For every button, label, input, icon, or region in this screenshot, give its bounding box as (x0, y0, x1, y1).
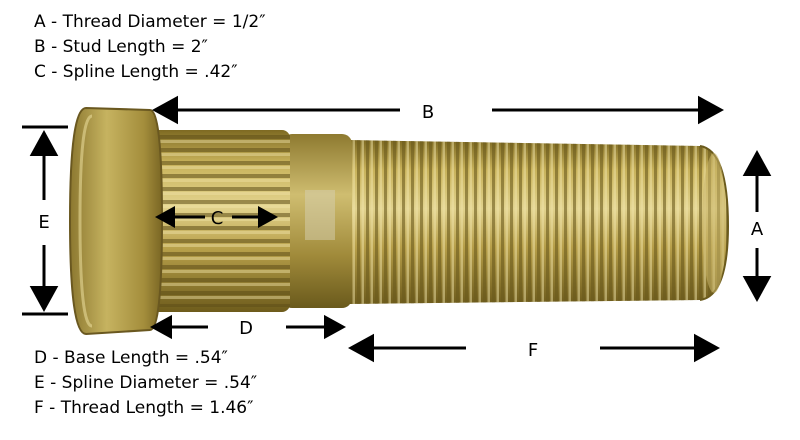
dim-label-a: A (751, 219, 764, 240)
spec-base-length: D - Base Length = .54″ (34, 348, 228, 368)
spec-thread-diameter: A - Thread Diameter = 1/2″ (34, 12, 266, 32)
dim-c-arrow-right-head (258, 206, 278, 228)
dim-e-arrow-up-head (29, 130, 59, 156)
threaded-section (348, 140, 730, 304)
spec-list-top: A - Thread Diameter = 1/2″ B - Stud Leng… (34, 10, 266, 85)
dim-c-arrow-left-head (155, 206, 175, 228)
spec-list-bottom: D - Base Length = .54″ E - Spline Diamet… (34, 346, 257, 421)
stud-head (68, 106, 164, 336)
dim-d-arrow-left-head (150, 314, 172, 340)
dim-label-f: F (528, 340, 538, 361)
dimension-arrows (29, 95, 772, 363)
dim-b-arrow-right-head (698, 95, 724, 125)
dim-d-arrow-right-head (324, 314, 346, 340)
dim-e-arrow-down-head (29, 286, 59, 312)
dim-f-arrow-left-head (348, 333, 374, 363)
spec-spline-diameter: E - Spline Diameter = .54″ (34, 373, 258, 393)
dim-a-arrow-up-head (742, 150, 772, 176)
spec-thread-length: F - Thread Length = 1.46″ (34, 398, 254, 418)
dim-label-d: D (239, 318, 253, 339)
dim-b-arrow-left-head (152, 95, 178, 125)
spec-spline-length: C - Spline Length = .42″ (34, 62, 238, 82)
dim-f-arrow-right-head (694, 333, 720, 363)
dim-a-arrow-down-head (742, 276, 772, 302)
dim-label-b: B (422, 102, 434, 123)
dim-label-e: E (38, 212, 49, 233)
spec-stud-length: B - Stud Length = 2″ (34, 37, 208, 57)
shoulder-section (282, 134, 352, 308)
dim-label-c: C (211, 208, 224, 229)
